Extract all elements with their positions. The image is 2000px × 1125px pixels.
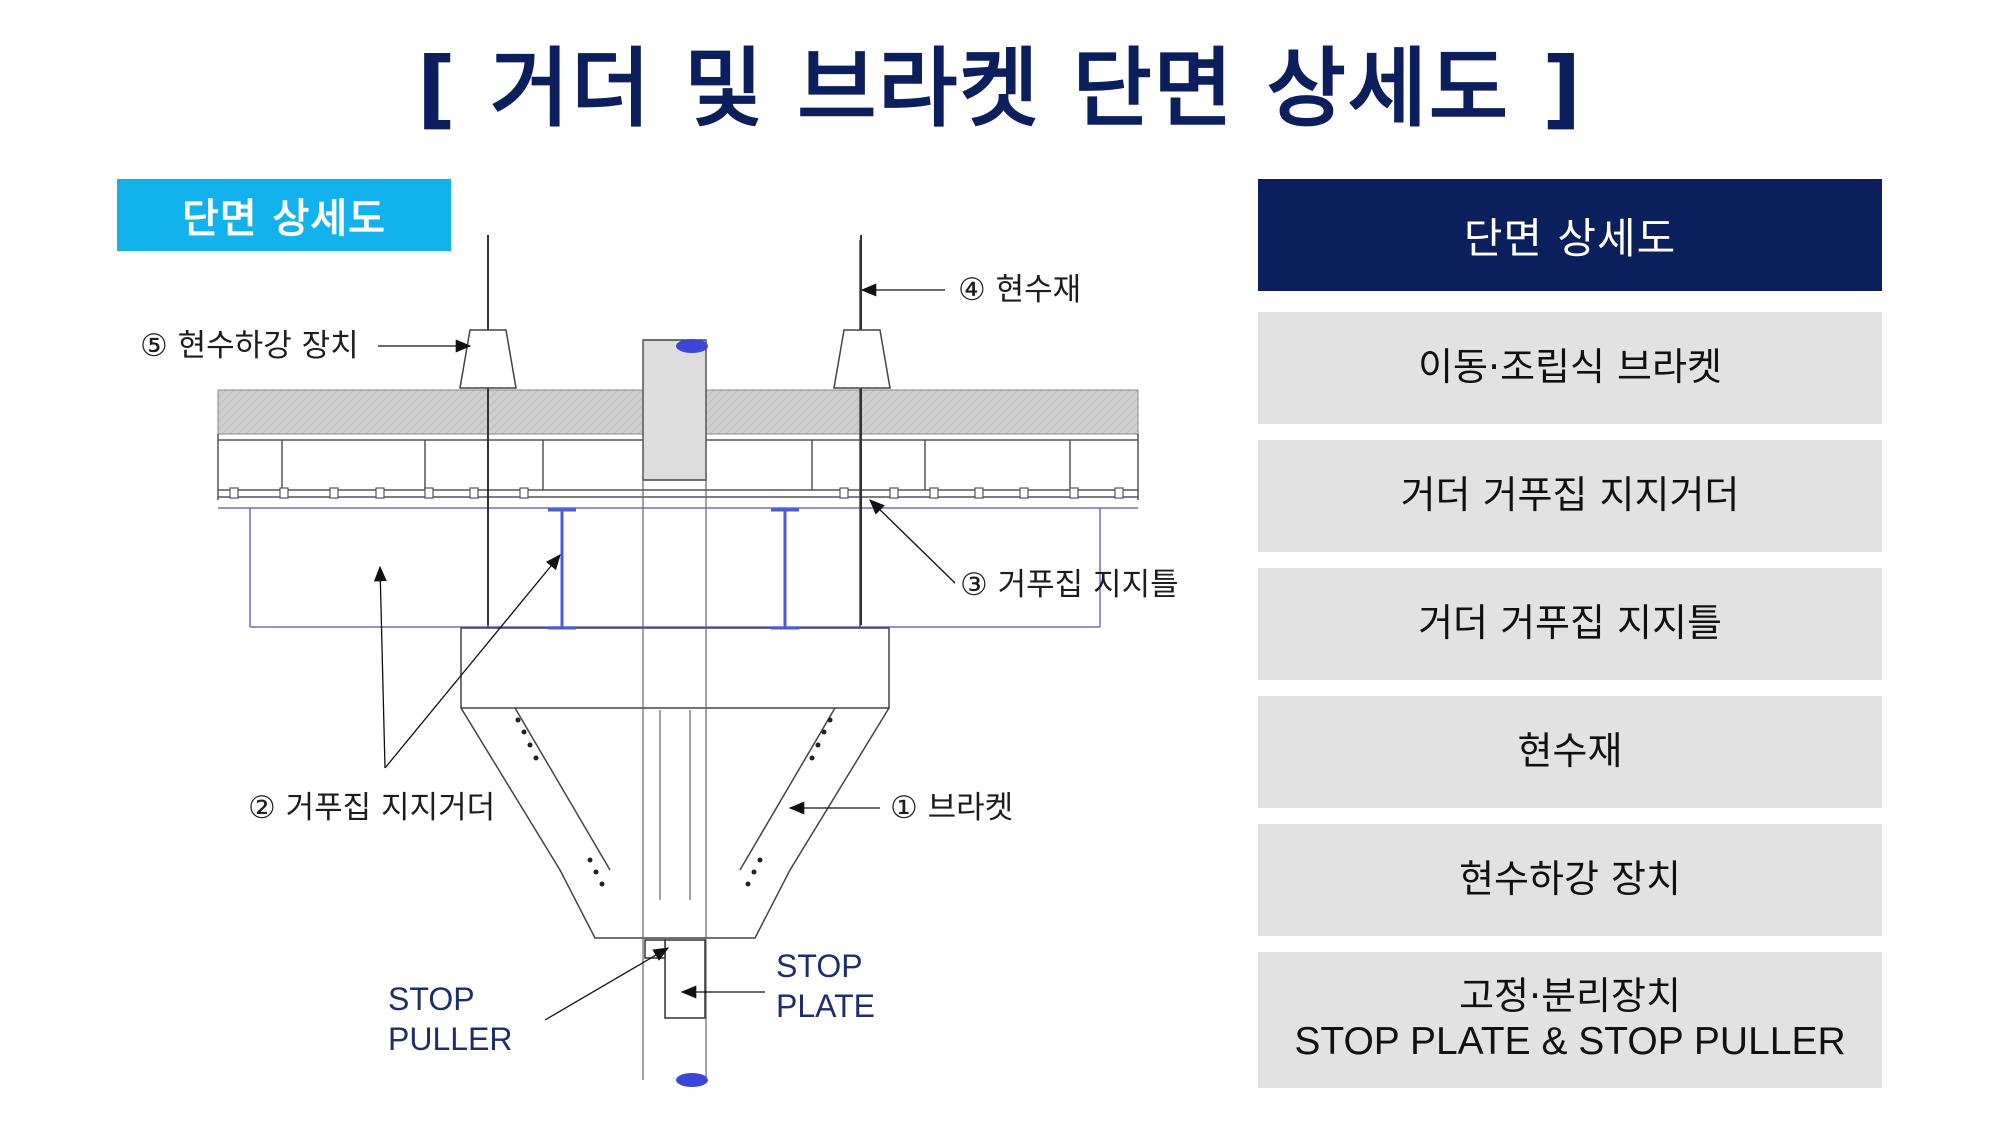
panel-item-hanger: 현수재 <box>1258 696 1882 808</box>
panel-item-stop-device: 고정·분리장치 STOP PLATE & STOP PULLER <box>1258 952 1882 1088</box>
label-hanger: ④ 현수재 <box>958 272 1081 308</box>
hanger-rods <box>487 235 862 625</box>
panel-item-formwork-girder: 거더 거푸집 지지거더 <box>1258 440 1882 552</box>
label-stop-plate-2: PLATE <box>776 988 875 1024</box>
bracket-body <box>460 240 890 939</box>
panel-item-label: 이동·조립식 브라켓 <box>1418 345 1722 390</box>
section-tag: 단면 상세도 <box>117 179 451 251</box>
central-shaft <box>642 340 707 1080</box>
shaft-cap-bottom <box>676 1073 708 1087</box>
label-formwork-frame: ③ 거푸집 지지틀 <box>960 567 1179 603</box>
label-stop-puller-2: PULLER <box>388 1021 513 1057</box>
panel-item-label: 현수하강 장치 <box>1459 857 1681 902</box>
panel-item-bracket: 이동·조립식 브라켓 <box>1258 312 1882 424</box>
panel-item-label: 거더 거푸집 지지거더 <box>1400 473 1740 518</box>
panel-item-formwork-frame: 거더 거푸집 지지틀 <box>1258 568 1882 680</box>
stop-device <box>644 939 706 1019</box>
panel-item-hanger-lowering: 현수하강 장치 <box>1258 824 1882 936</box>
leader-lines <box>373 283 956 1021</box>
support-girder-lines <box>218 507 1138 628</box>
label-stop-puller-1: STOP <box>388 981 475 1017</box>
formwork-frame-beams <box>548 508 799 630</box>
panel-item-label: 고정·분리장치 <box>1459 973 1681 1018</box>
label-hanger-lowering: ⑤ 현수하강 장치 <box>140 328 359 364</box>
bracket-bolts <box>515 717 833 887</box>
panel-header: 단면 상세도 <box>1258 179 1882 291</box>
label-formwork-girder: ② 거푸집 지지거더 <box>248 790 495 826</box>
label-bracket: ① 브라켓 <box>890 790 1013 826</box>
panel-item-label: 거더 거푸집 지지틀 <box>1418 601 1722 646</box>
shaft-cap-top <box>676 339 708 353</box>
girder-studs <box>229 487 1124 499</box>
hanger-lowering-devices <box>459 329 891 389</box>
page-title: [ 거더 및 브라켓 단면 상세도 ] <box>416 39 1584 139</box>
panel-item-label: 현수재 <box>1517 729 1623 774</box>
panel-item-sublabel: STOP PLATE & STOP PULLER <box>1294 1020 1846 1064</box>
label-stop-plate-1: STOP <box>776 948 863 984</box>
